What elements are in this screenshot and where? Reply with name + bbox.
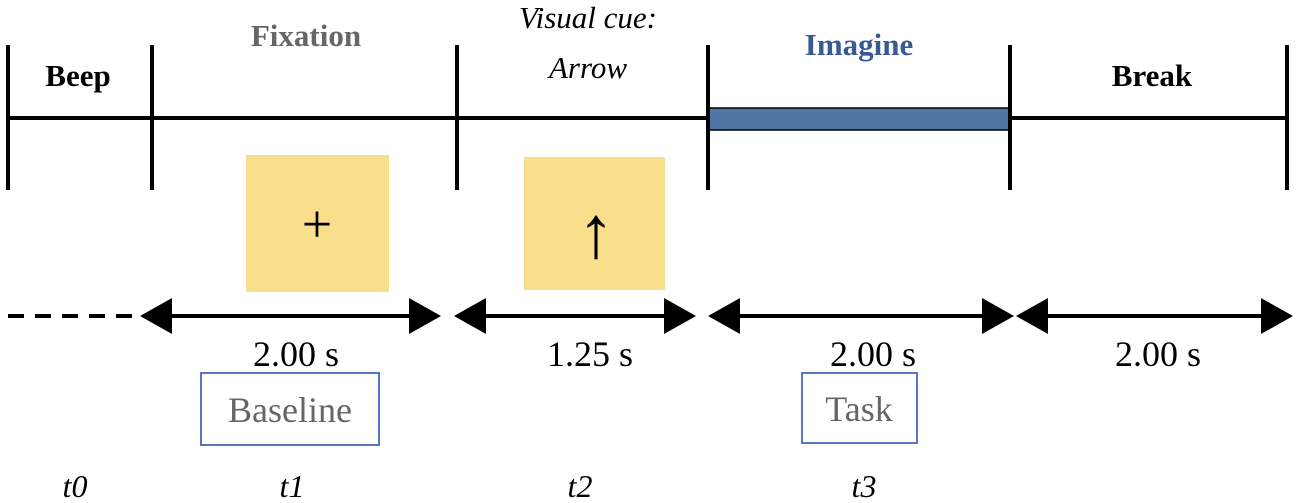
phase-label-cue-line2: Arrow: [547, 50, 627, 85]
phase-label-imagine: Imagine: [805, 27, 914, 62]
duration-arrow-cue: [454, 298, 696, 334]
cue-arrow-symbol: ↑: [578, 192, 615, 274]
duration-label-fixation: 2.00 s: [253, 334, 339, 374]
cue-stimulus-box: [524, 157, 665, 290]
imagine-bar: [707, 107, 1011, 131]
time-point-t2: t2: [568, 468, 593, 503]
duration-arrow-fixation: [140, 298, 441, 334]
baseline-window-label: Baseline: [228, 390, 352, 430]
phase-label-beep: Beep: [45, 58, 110, 93]
task-window-label: Task: [825, 389, 892, 429]
task-window-box: [801, 372, 918, 444]
duration-arrow-break: [1016, 298, 1293, 334]
phase-label-fixation: Fixation: [251, 18, 361, 53]
duration-label-cue: 1.25 s: [547, 334, 633, 374]
phase-label-break: Break: [1112, 58, 1193, 93]
time-point-t1: t1: [280, 468, 305, 503]
duration-arrow-imagine: [708, 298, 1014, 334]
time-point-t3: t3: [852, 468, 877, 503]
fixation-stimulus-box: [246, 155, 389, 292]
duration-label-imagine: 2.00 s: [830, 334, 916, 374]
baseline-window-box: [200, 372, 380, 446]
time-point-t0: t0: [63, 468, 88, 503]
duration-label-break: 2.00 s: [1115, 334, 1201, 374]
phase-label-cue-line1: Visual cue:: [519, 0, 657, 35]
fixation-cross-symbol: +: [302, 194, 332, 254]
